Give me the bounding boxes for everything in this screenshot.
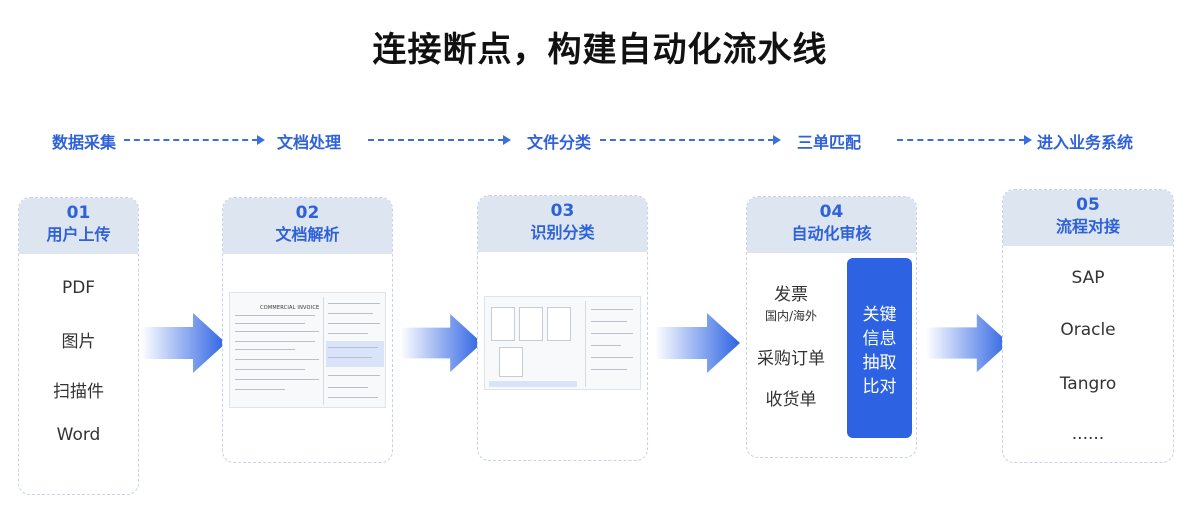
card-label: 文档解析 <box>275 225 340 244</box>
list-item: PDF <box>61 278 96 298</box>
stage-arrow-2 <box>368 135 511 145</box>
stage-data-collection: 数据采集 <box>52 133 117 152</box>
stage-document-processing: 文档处理 <box>277 133 342 152</box>
flow-arrow-icon <box>655 313 740 373</box>
card-header: 02 文档解析 <box>223 198 392 254</box>
page-title: 连接断点，构建自动化流水线 <box>372 30 828 70</box>
card-number: 04 <box>819 202 844 222</box>
invoice-screenshot: COMMERCIAL INVOICE <box>229 292 386 408</box>
card-label: 识别分类 <box>530 223 595 242</box>
flow-arrow-icon <box>400 314 482 372</box>
card-number: 03 <box>550 201 575 221</box>
classification-screenshot <box>484 296 641 390</box>
list-item: 国内/海外 <box>764 309 818 323</box>
card-header: 03 识别分类 <box>478 196 647 252</box>
list-item: 采购订单 <box>757 349 825 369</box>
list-item: Tangro <box>1059 374 1117 394</box>
card-label: 自动化审核 <box>791 224 872 243</box>
card-document-parsing: 02 文档解析 COMMERCIAL INVOICE <box>222 197 393 463</box>
list-item: 发票 <box>774 285 808 305</box>
highlight-line: 抽取 <box>862 353 897 373</box>
flow-arrow-icon <box>926 313 1009 373</box>
card-recognition-classification: 03 识别分类 <box>477 195 648 461</box>
card-process-integration: 05 流程对接 SAP Oracle Tangro ...... <box>1002 189 1174 463</box>
card-header: 04 自动化审核 <box>747 197 916 253</box>
stage-three-way-match: 三单匹配 <box>797 133 862 152</box>
key-info-extraction-box: 关键 信息 抽取 比对 <box>847 258 912 438</box>
highlight-line: 信息 <box>862 329 897 349</box>
list-item: 收货单 <box>765 390 817 410</box>
stage-arrow-1 <box>124 135 265 145</box>
list-item: Oracle <box>1060 320 1116 340</box>
list-item: 图片 <box>61 332 96 352</box>
flow-arrow-icon <box>141 313 226 373</box>
card-number: 05 <box>1076 195 1100 215</box>
stage-arrow-4 <box>897 135 1032 145</box>
stage-business-system: 进入业务系统 <box>1037 133 1134 152</box>
card-header: 01 用户上传 <box>19 198 138 254</box>
highlight-line: 关键 <box>862 305 897 325</box>
card-label: 流程对接 <box>1055 217 1120 236</box>
card-header: 05 流程对接 <box>1003 190 1173 246</box>
card-number: 02 <box>295 203 320 223</box>
invoice-heading: COMMERCIAL INVOICE <box>260 305 320 311</box>
highlight-line: 比对 <box>862 377 897 397</box>
stage-arrow-3 <box>600 135 781 145</box>
list-item: SAP <box>1071 268 1105 288</box>
card-user-upload: 01 用户上传 PDF 图片 扫描件 Word <box>18 197 139 495</box>
stage-file-classification: 文件分类 <box>527 133 592 152</box>
list-item: Word <box>56 425 101 445</box>
list-item: ...... <box>1071 424 1105 444</box>
card-number: 01 <box>66 203 91 223</box>
card-label: 用户上传 <box>46 225 111 244</box>
list-item: 扫描件 <box>53 382 104 402</box>
